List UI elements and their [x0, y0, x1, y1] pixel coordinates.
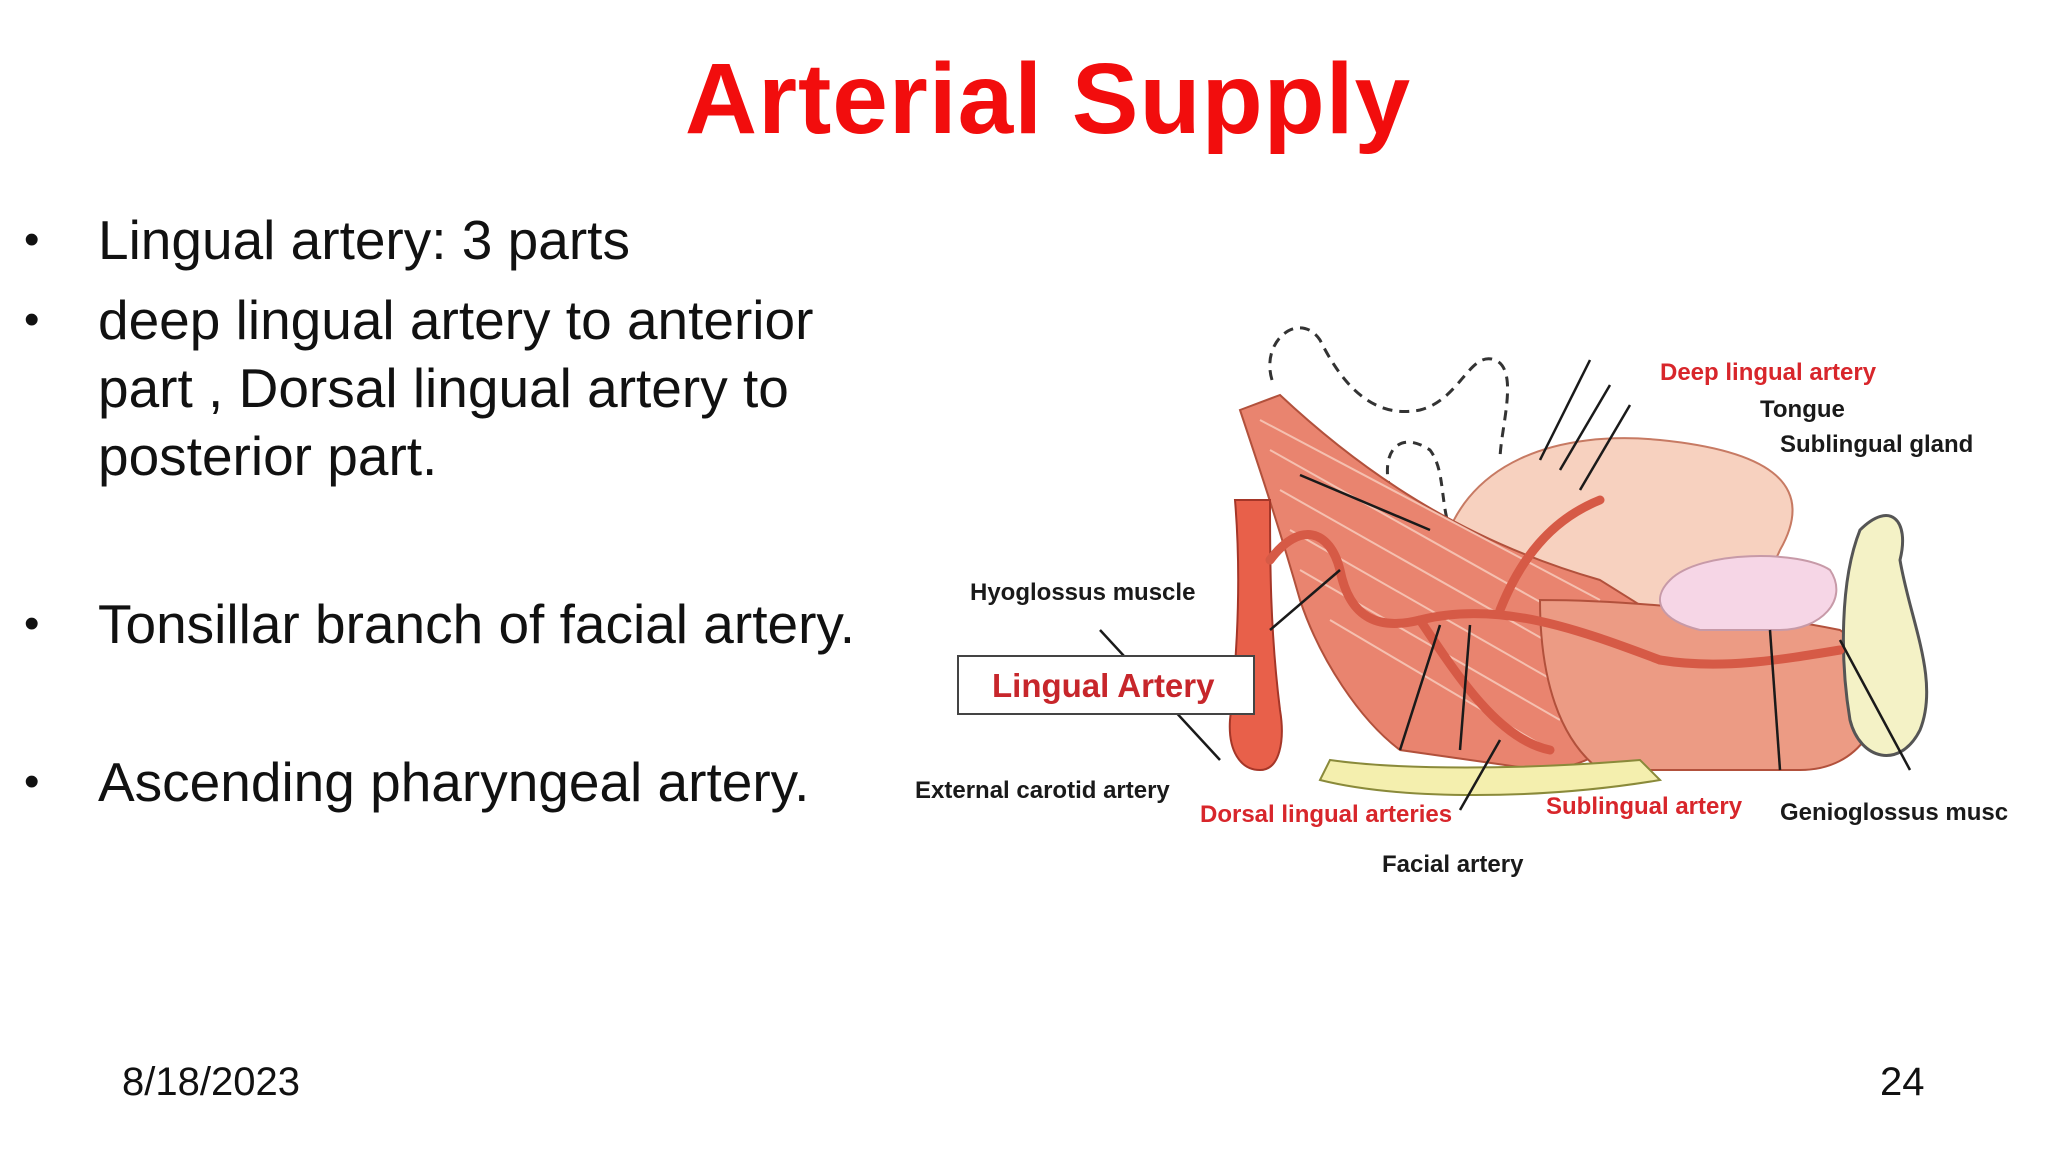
label-deep-lingual-artery: Deep lingual artery — [1660, 359, 1877, 386]
label-dorsal-lingual-arteries: Dorsal lingual arteries — [1200, 801, 1452, 828]
slide-title: Arterial Supply — [684, 43, 1412, 155]
lingual-artery-diagram: Deep lingual artery Tongue Sublingual gl… — [915, 326, 2008, 878]
lingual-artery-label-box — [957, 655, 1255, 715]
label-sublingual-artery: Sublingual artery — [1546, 793, 1743, 820]
footer-date: 8/18/2023 — [122, 1060, 300, 1104]
label-hyoglossus-muscle: Hyoglossus muscle — [970, 579, 1195, 606]
bullet-text: Tonsillar branch of facial artery. — [98, 593, 856, 655]
bullet-icon: • — [24, 599, 40, 648]
lingual-artery-branches — [1265, 495, 1845, 755]
bullet-icon: • — [24, 215, 40, 264]
bullet-text: Ascending pharyngeal artery. — [98, 751, 810, 813]
bullet-item: • Ascending pharyngeal artery. — [24, 748, 904, 816]
bullet-icon: • — [24, 295, 40, 344]
footer-page-number: 24 — [1880, 1060, 1925, 1104]
leader-lines — [1099, 359, 1912, 811]
bullet-list: • Lingual artery: 3 parts • deep lingual… — [24, 206, 904, 816]
mandible-shape — [1841, 514, 1929, 757]
bullet-text: deep lingual artery to anterior part , D… — [98, 289, 814, 487]
label-sublingual-gland: Sublingual gland — [1780, 431, 1973, 458]
anatomy-figure: Deep lingual artery Tongue Sublingual gl… — [900, 300, 2048, 900]
external-carotid-artery — [1228, 499, 1283, 772]
label-external-carotid-artery: External carotid artery — [915, 777, 1170, 804]
bullet-item: • deep lingual artery to anterior part ,… — [24, 286, 904, 490]
bullet-text: Lingual artery: 3 parts — [98, 209, 630, 271]
label-tongue: Tongue — [1760, 396, 1845, 423]
label-genioglossus-muscle: Genioglossus musc — [1780, 799, 2008, 826]
bullet-item: • Lingual artery: 3 parts — [24, 206, 904, 274]
sublingual-gland-shape — [1659, 555, 1838, 631]
label-lingual-artery: Lingual Artery — [992, 667, 1215, 704]
bullet-icon: • — [24, 757, 40, 806]
hyoid-bar — [1318, 758, 1663, 796]
label-facial-artery: Facial artery — [1382, 851, 1524, 878]
dashed-contour — [1385, 440, 1452, 531]
bullet-item: • Tonsillar branch of facial artery. — [24, 590, 904, 658]
